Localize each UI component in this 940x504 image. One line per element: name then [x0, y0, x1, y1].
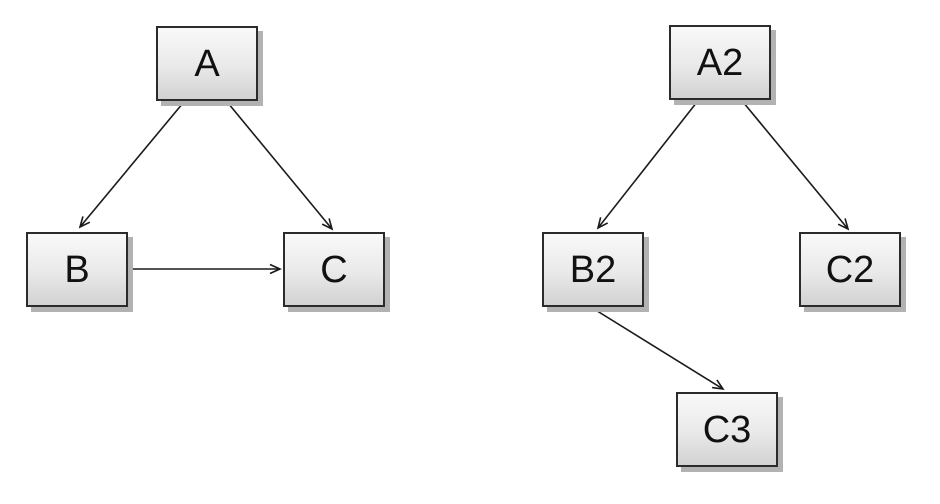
- edge-B2-C3: [593, 308, 725, 391]
- edge-A2-B2: [596, 101, 698, 230]
- node-A[interactable]: A: [156, 26, 258, 101]
- node-label: B2: [569, 248, 617, 291]
- node-A2[interactable]: A2: [669, 25, 771, 100]
- node-label: B: [64, 248, 90, 291]
- node-C3[interactable]: C3: [676, 392, 778, 467]
- node-label: C2: [825, 248, 875, 291]
- edge-A-B: [78, 102, 184, 229]
- node-label: A: [194, 42, 220, 85]
- node-C[interactable]: C: [283, 232, 385, 307]
- node-C2[interactable]: C2: [799, 232, 901, 307]
- node-label: A2: [696, 41, 744, 84]
- edge-A-C: [227, 102, 334, 231]
- node-B2[interactable]: B2: [542, 232, 644, 307]
- node-label: C: [320, 248, 348, 291]
- node-label: C3: [702, 408, 752, 451]
- edge-A2-C2: [742, 101, 850, 231]
- node-B[interactable]: B: [26, 232, 128, 307]
